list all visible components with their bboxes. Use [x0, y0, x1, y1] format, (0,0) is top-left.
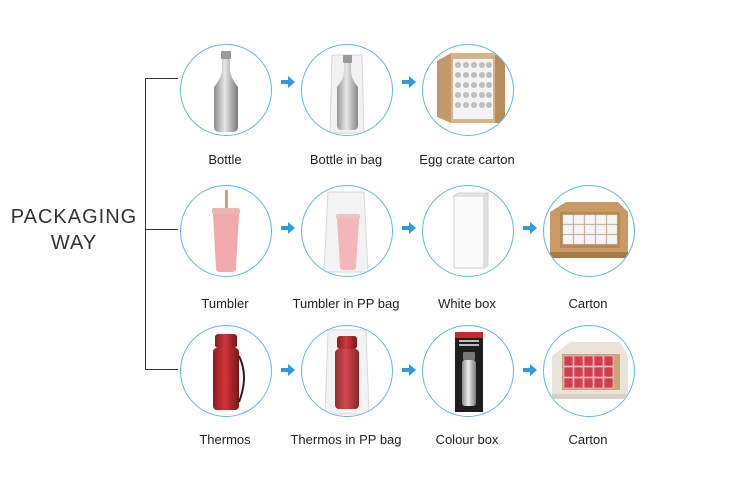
white-box-image: [422, 185, 514, 277]
tumbler-image: [180, 185, 272, 277]
caption-egg-crate-carton: Egg crate carton: [397, 152, 537, 167]
arrow-right-icon: [281, 76, 295, 88]
heading-line-1: PACKAGING: [8, 204, 140, 230]
arrow-right-icon: [523, 364, 537, 376]
arrow-right-icon: [402, 222, 416, 234]
bottle-in-bag-image: [301, 44, 393, 136]
caption-bottle-in-bag: Bottle in bag: [276, 152, 416, 167]
caption-tumbler-in-pp-bag: Tumbler in PP bag: [276, 296, 416, 311]
bracket-branch-row-2: [145, 229, 178, 230]
packaging-way-heading: PACKAGING WAY: [8, 204, 140, 256]
egg-crate-carton-image: [422, 44, 514, 136]
caption-carton: Carton: [518, 296, 658, 311]
caption-colour-box: Colour box: [397, 432, 537, 447]
arrow-right-icon: [523, 222, 537, 234]
bracket-branch-row-3: [145, 369, 178, 370]
bracket-vertical-line: [145, 78, 146, 370]
arrow-right-icon: [402, 364, 416, 376]
caption-white-box: White box: [397, 296, 537, 311]
caption-carton: Carton: [518, 432, 658, 447]
bracket-branch-row-1: [145, 78, 178, 79]
thermos-in-pp-bag-image: [301, 325, 393, 417]
arrow-right-icon: [281, 222, 295, 234]
heading-line-2: WAY: [8, 230, 140, 256]
arrow-right-icon: [281, 364, 295, 376]
thermos-carton-image: [543, 325, 635, 417]
arrow-right-icon: [402, 76, 416, 88]
tumbler-carton-image: [543, 185, 635, 277]
bottle-image: [180, 44, 272, 136]
caption-bottle: Bottle: [155, 152, 295, 167]
tumbler-in-pp-bag-image: [301, 185, 393, 277]
thermos-image: [180, 325, 272, 417]
caption-tumbler: Tumbler: [155, 296, 295, 311]
colour-box-image: [422, 325, 514, 417]
